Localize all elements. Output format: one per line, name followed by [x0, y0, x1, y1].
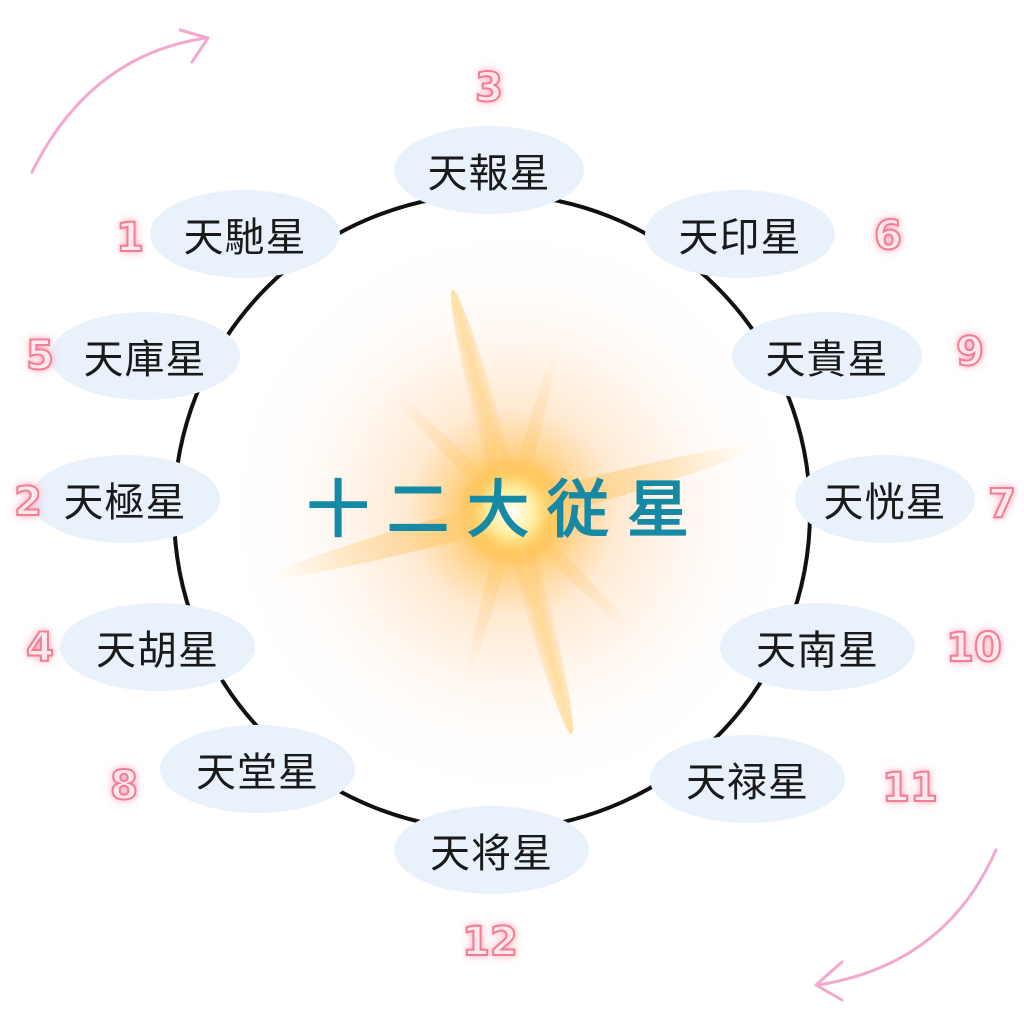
star-node-tenko: 天庫星	[50, 312, 240, 400]
clockwise-arrow-icon	[814, 848, 998, 1002]
diagram-title: 十二大従星	[306, 473, 707, 546]
star-number: 2	[13, 478, 43, 526]
star-name: 天胡星	[96, 628, 219, 674]
star-node-tenkou: 天恍星	[795, 455, 975, 543]
star-number: 5	[25, 332, 55, 380]
star-node-tenin: 天印星	[645, 190, 835, 278]
star-name: 天馳星	[183, 215, 307, 261]
star-number: 10	[945, 624, 1003, 672]
star-node-tenko-hu: 天胡星	[60, 603, 255, 691]
star-number: 11	[881, 764, 939, 812]
star-number: 12	[461, 918, 519, 966]
star-number: 8	[109, 762, 139, 810]
star-node-tenchi: 天馳星	[150, 190, 340, 278]
star-name: 天堂星	[196, 750, 319, 796]
center-core	[457, 457, 567, 567]
star-number: 1	[115, 214, 145, 262]
star-name: 天報星	[427, 151, 551, 197]
clockwise-arrow-icon	[30, 28, 210, 174]
star-node-tenki: 天貴星	[732, 312, 922, 400]
star-name: 天南星	[756, 628, 879, 674]
star-name: 天貴星	[765, 337, 889, 383]
star-node-tennan: 天南星	[720, 603, 915, 691]
star-number: 7	[987, 480, 1017, 528]
star-number: 6	[873, 212, 903, 260]
star-name: 天恍星	[823, 480, 947, 526]
star-name: 天禄星	[686, 760, 809, 806]
star-number: 3	[474, 64, 504, 112]
star-node-tendo: 天堂星	[160, 725, 355, 813]
star-node-tenkyoku: 天極星	[30, 455, 220, 543]
star-name: 天将星	[430, 831, 553, 877]
star-node-tensho: 天将星	[394, 806, 589, 894]
star-node-tenroku: 天禄星	[650, 735, 845, 823]
star-number: 4	[25, 624, 55, 672]
star-name: 天庫星	[83, 337, 207, 383]
star-name: 天極星	[63, 480, 187, 526]
star-node-tenho: 天報星	[394, 126, 584, 214]
star-name: 天印星	[678, 215, 802, 261]
star-number: 9	[955, 328, 985, 376]
